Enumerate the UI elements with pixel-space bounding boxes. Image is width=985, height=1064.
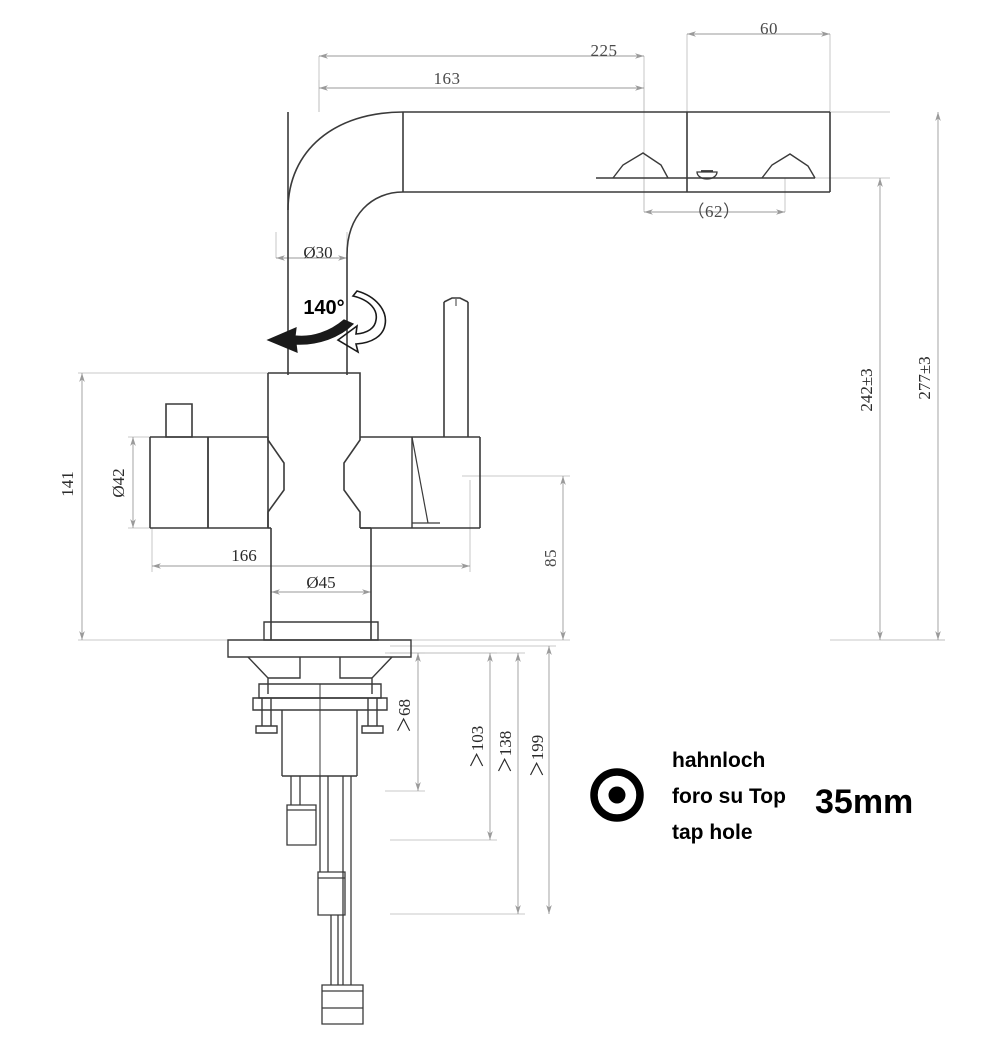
dim-thread-min-68: ＞68 [395,699,414,733]
dim-spout-tube-dia: Ø30 [303,243,332,262]
tap-hole-size-label: 35mm [815,783,913,821]
dim-spout-reach-total: 225 [591,41,618,60]
dim-outlet-spacing: （62） [688,202,741,221]
dim-thread-min-138: ＞138 [496,731,515,774]
mounting-flange-assembly [227,621,412,777]
dim-thread-min-103: ＞103 [468,726,487,769]
dim-spout-reach-inner: 163 [434,69,461,88]
supply-hoses [286,776,364,1025]
tap-hole-label-de: hahnloch [672,749,765,772]
dim-height-to-outlet: 242±3 [857,368,876,411]
dim-height-total: 277±3 [915,356,934,399]
dim-handle-height: 141 [58,471,77,497]
tap-hole-target-icon [590,768,644,822]
tap-hole-label-en: tap hole [672,821,753,844]
tap-hole-label-it: foro su Top [672,785,786,808]
dimension-lines [79,31,941,914]
swivel-rotation-arrow-icon [266,290,387,354]
faucet-body [149,297,481,640]
faucet-outline [287,111,831,375]
dim-outlet-head-length: 60 [760,19,778,38]
dim-thread-min-199: ＞199 [528,735,547,778]
spout-outlet-nozzles [596,152,816,179]
dim-swivel-angle: 140° [303,297,344,319]
dim-body-dia: Ø45 [306,573,335,592]
dim-spout-height-mid: 85 [541,549,560,567]
dim-handle-span: 166 [231,546,257,565]
aerator-bump-icon [696,170,718,180]
dim-handle-dia: Ø42 [109,468,128,497]
